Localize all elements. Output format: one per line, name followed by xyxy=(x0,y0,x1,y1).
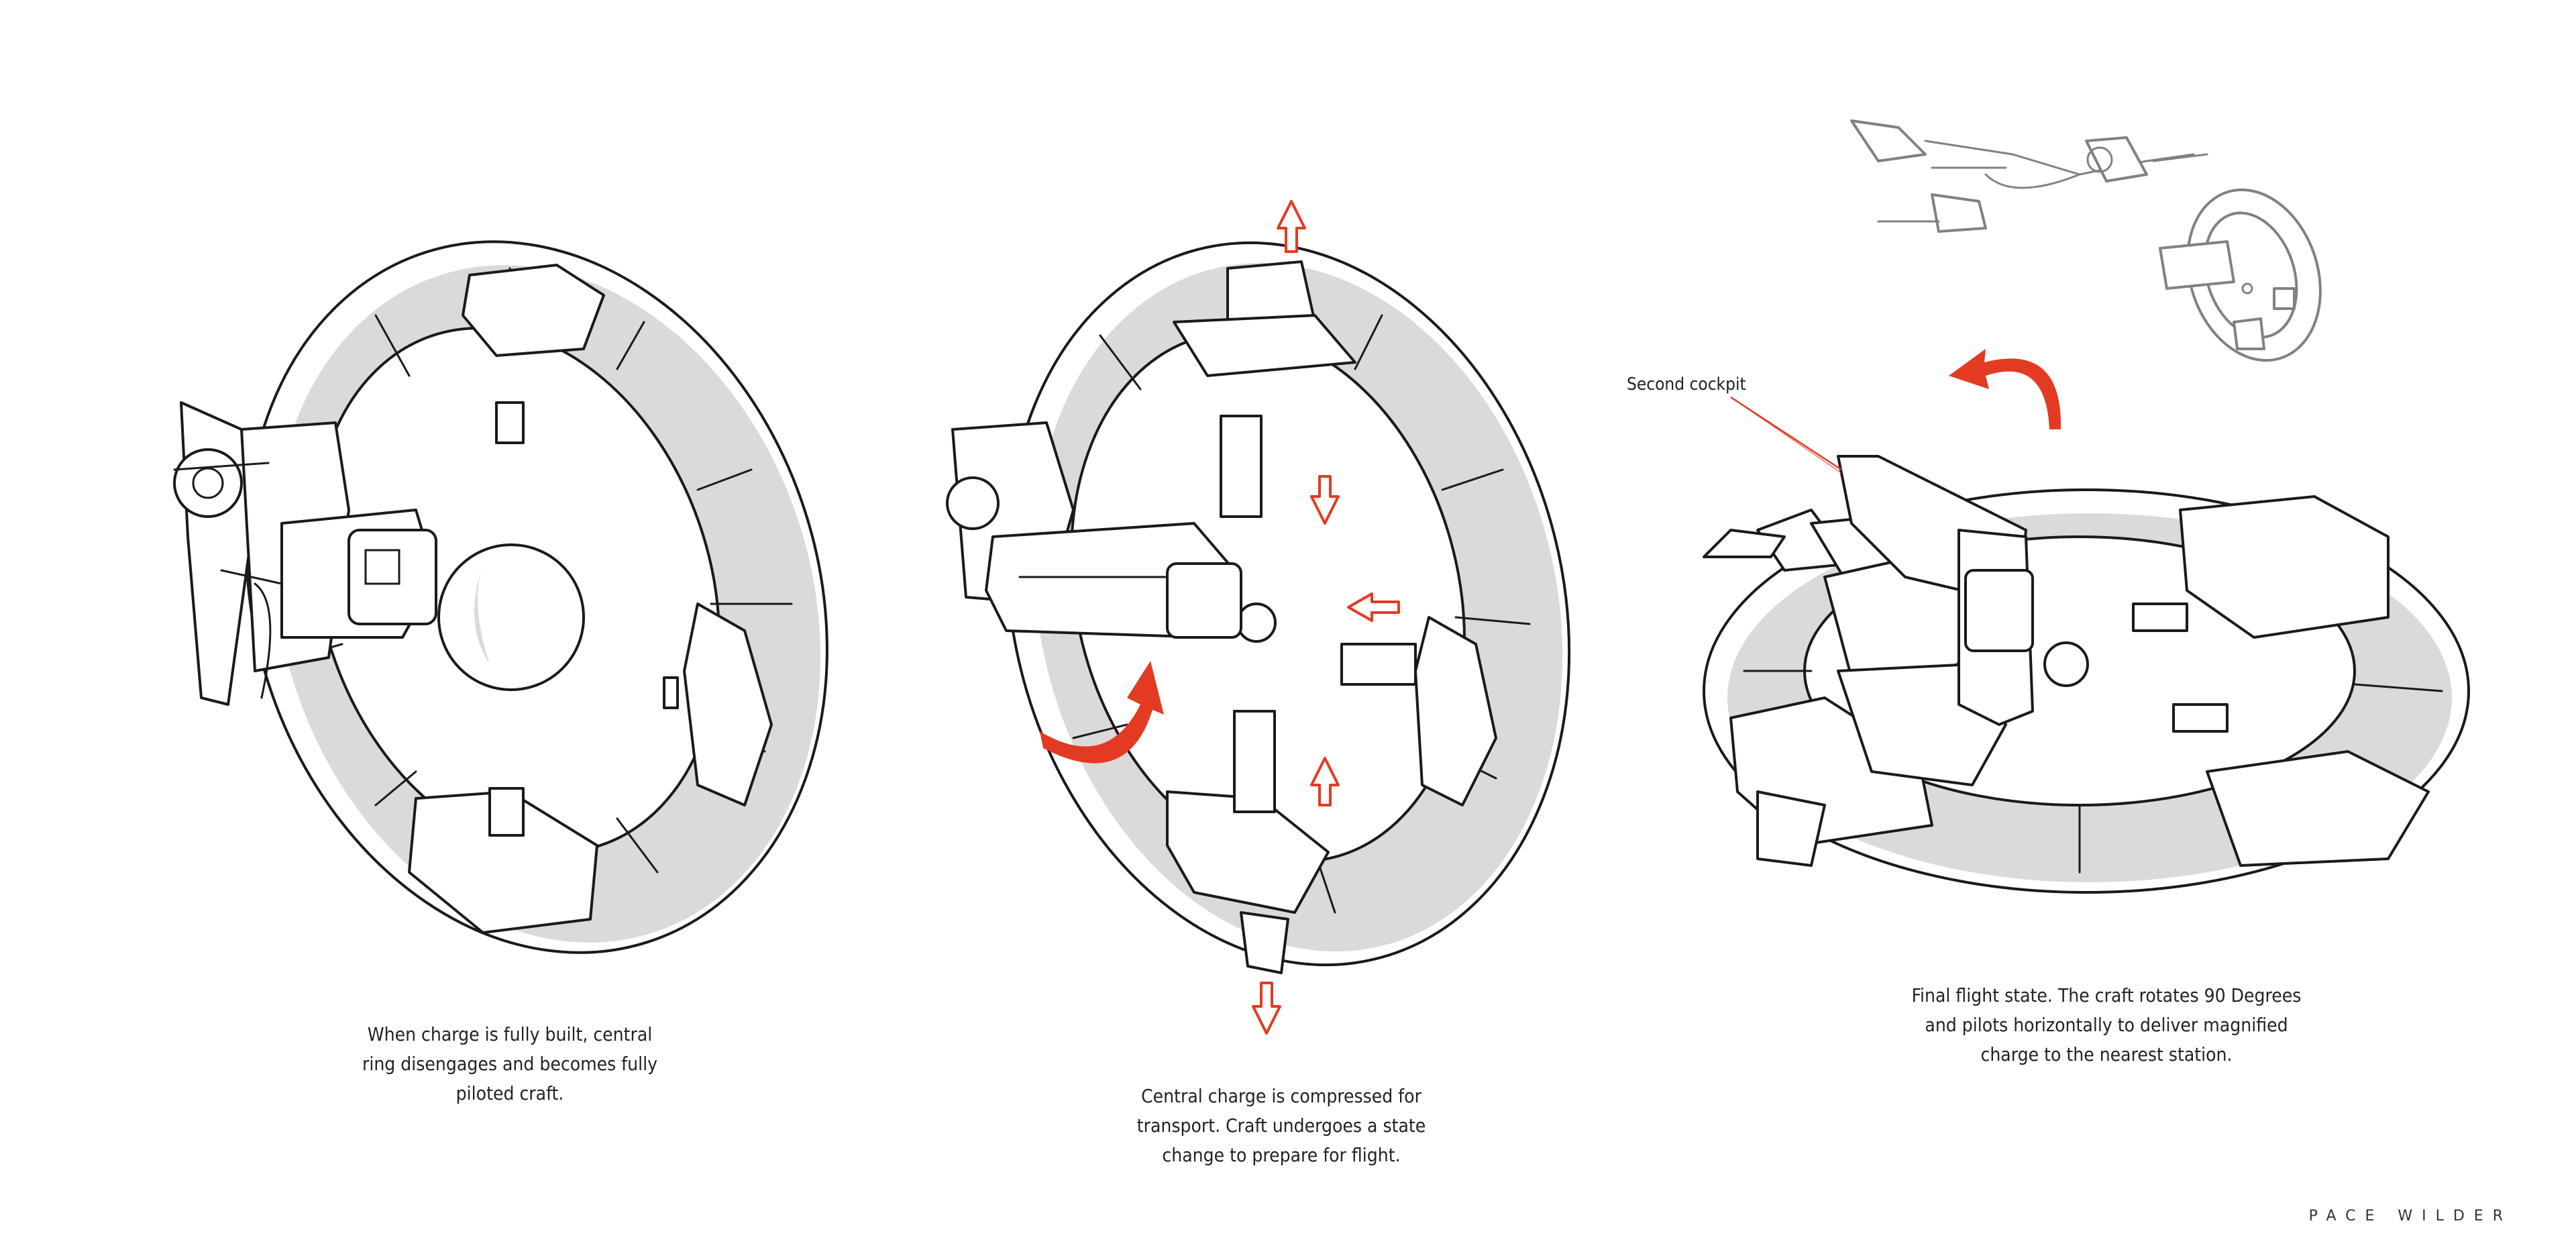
callout-second-cockpit: Second cockpit xyxy=(1627,374,1746,395)
motion-arrows xyxy=(1040,200,2061,1035)
artist-credit: PACE WILDER xyxy=(2308,1208,2512,1224)
caption-right: Final flight state. The craft rotates 90… xyxy=(1911,984,2302,1065)
arrow-down-inner xyxy=(1310,475,1340,525)
caption-middle: Central charge is compressed for transpo… xyxy=(1136,1085,1426,1166)
arrow-down-outline xyxy=(1252,982,1281,1035)
arrow-up-inner xyxy=(1310,757,1340,806)
caption-left: When charge is fully built, central ring… xyxy=(362,1023,657,1104)
arrow-up-outline xyxy=(1277,200,1306,253)
rotate-arrow-solid xyxy=(1040,661,1164,764)
rotate-arrow-right-panel xyxy=(1949,349,2061,429)
craft-transforming xyxy=(946,241,1571,974)
arrow-left-inner xyxy=(1347,592,1400,622)
craft-horizontal-flight xyxy=(1703,396,2470,894)
craft-vertical-ring xyxy=(173,240,828,954)
ghost-sketches xyxy=(1850,119,2322,362)
